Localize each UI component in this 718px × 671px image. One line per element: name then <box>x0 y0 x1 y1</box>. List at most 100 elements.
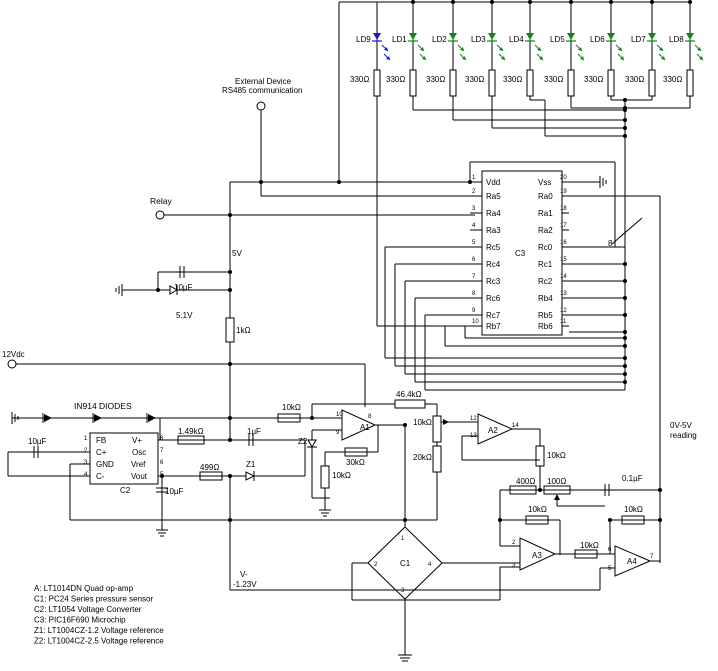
switch-pin-8: 8 <box>608 239 613 248</box>
cap-10uf-top-label: 10µF <box>174 283 193 292</box>
led-resistor-label: 330Ω <box>503 75 522 84</box>
led-diode-icon <box>567 33 575 40</box>
c3-pin-number: 18 <box>560 206 567 212</box>
led-diode-icon <box>373 33 381 40</box>
legend-entry: Z1: LT1004CZ-1.2 Voltage reference <box>34 626 164 635</box>
v12-label: 12Vdc <box>2 350 25 359</box>
c1-label: C1 <box>400 559 411 568</box>
external-device-connector: External Device RS485 communication <box>222 77 475 197</box>
c3-pin-name: Rc1 <box>538 260 553 269</box>
r-400-label: 400Ω <box>516 477 535 486</box>
svg-text:8: 8 <box>368 414 372 420</box>
svg-text:Vout: Vout <box>131 472 148 481</box>
svg-text:5: 5 <box>608 566 612 572</box>
supply-5v: 5V 10µF 5.1V 1kΩ 12Vdc <box>2 182 366 418</box>
c3-pin-number: 5 <box>472 240 476 246</box>
svg-text:6: 6 <box>160 460 164 466</box>
reading-line1: 0V-5V <box>670 421 692 430</box>
led-resistor-label: 330Ω <box>426 75 445 84</box>
c3-pin-number: 11 <box>560 319 567 325</box>
svg-text:Vref: Vref <box>131 460 146 469</box>
led-label: LD7 <box>631 35 646 44</box>
r-499-label: 499Ω <box>200 463 219 472</box>
led-bank: LD9330ΩLD1330ΩLD2330ΩLD3330ΩLD4330ΩLD533… <box>338 0 704 390</box>
r-10k-a4fb-label: 10kΩ <box>624 505 643 514</box>
led-8: LD7 330Ω <box>625 0 666 97</box>
opamp-a3-a4-stage: 400Ω 100Ω 0.1µF 10kΩ A3 2 3 10kΩ 10kΩ A4 <box>498 421 697 590</box>
a3-label: A3 <box>532 551 542 560</box>
led-label: LD4 <box>509 35 524 44</box>
c3-pin-number: 16 <box>560 240 567 246</box>
relay-label: Relay <box>150 196 172 206</box>
led-4: LD3 330Ω <box>465 0 506 97</box>
svg-text:9: 9 <box>336 430 340 436</box>
pot-100-label: 100Ω <box>547 477 566 486</box>
c3-pin-number: 4 <box>472 223 476 229</box>
svg-text:FB: FB <box>96 436 106 445</box>
led-label: LD9 <box>356 35 371 44</box>
in914-diodes: IN914 DIODES <box>11 401 230 441</box>
led-label: LD3 <box>471 35 486 44</box>
c3-pin-number: 9 <box>472 308 476 314</box>
legend-entry: C1: PC24 Series pressure sensor <box>34 595 154 604</box>
c3-pin-name: Rb7 <box>486 322 501 331</box>
r-464k-label: 46.4kΩ <box>396 390 422 399</box>
led-diode-icon <box>686 33 694 40</box>
svg-text:10: 10 <box>336 412 343 418</box>
led-resistor-label: 330Ω <box>386 75 405 84</box>
c3-pin-name: Ra1 <box>538 209 553 218</box>
c3-pin-name: Ra0 <box>538 192 553 201</box>
a4-label: A4 <box>627 557 637 566</box>
svg-text:2: 2 <box>512 540 516 546</box>
legend-entry: C3: PIC16F690 Microchip <box>34 616 126 625</box>
c3-pin-name: Rb6 <box>538 322 553 331</box>
c3-pin-number: 1 <box>472 175 476 181</box>
reading-line2: reading <box>670 431 697 440</box>
r-30k-label: 30kΩ <box>346 458 365 467</box>
in914-label: IN914 DIODES <box>74 401 132 411</box>
svg-text:3: 3 <box>401 588 405 594</box>
svg-text:4: 4 <box>428 562 432 568</box>
z1-label: Z1 <box>246 460 256 469</box>
a1-label: A1 <box>360 423 370 432</box>
svg-text:1: 1 <box>84 436 88 442</box>
c3-pin-number: 14 <box>560 274 567 280</box>
r-10k-a3a4-label: 10kΩ <box>580 541 599 550</box>
led-label: LD8 <box>669 35 684 44</box>
svg-text:6: 6 <box>608 547 612 553</box>
led-resistor-label: 330Ω <box>465 75 484 84</box>
led-resistor-label: 330Ω <box>625 75 644 84</box>
led-label: LD6 <box>590 35 605 44</box>
c3-pin-number: 8 <box>472 291 476 297</box>
led-resistor-label: 330Ω <box>584 75 603 84</box>
c3-pin-number: 19 <box>560 189 567 195</box>
c3-pin-name: Ra3 <box>486 226 501 235</box>
svg-text:7: 7 <box>650 554 654 560</box>
a2-label: A2 <box>488 426 498 435</box>
led-diode-icon <box>648 33 656 40</box>
r-20k-label: 20kΩ <box>413 453 432 462</box>
r-10k-a1-label: 10kΩ <box>282 403 301 412</box>
svg-text:V+: V+ <box>132 436 142 445</box>
c3-pin-name: Ra4 <box>486 209 501 218</box>
svg-text:2: 2 <box>374 562 378 568</box>
z2-label: Z2 <box>298 437 308 446</box>
c3-pin-name: Ra2 <box>538 226 553 235</box>
c3-pin-name: Vdd <box>486 178 500 187</box>
svg-text:14: 14 <box>512 423 519 429</box>
r-10k-a2-label: 10kΩ <box>547 451 566 460</box>
svg-text:GND: GND <box>96 460 114 469</box>
legend-entry: C2: LT1054 Voltage Converter <box>34 605 142 614</box>
c3-pin-number: 20 <box>560 175 567 181</box>
c3-pin-name: Vss <box>538 178 551 187</box>
c3-pin-number: 13 <box>560 291 567 297</box>
svg-text:2: 2 <box>84 448 88 454</box>
r-10k-a3fb-label: 10kΩ <box>528 505 547 514</box>
c3-pin-number: 15 <box>560 257 567 263</box>
